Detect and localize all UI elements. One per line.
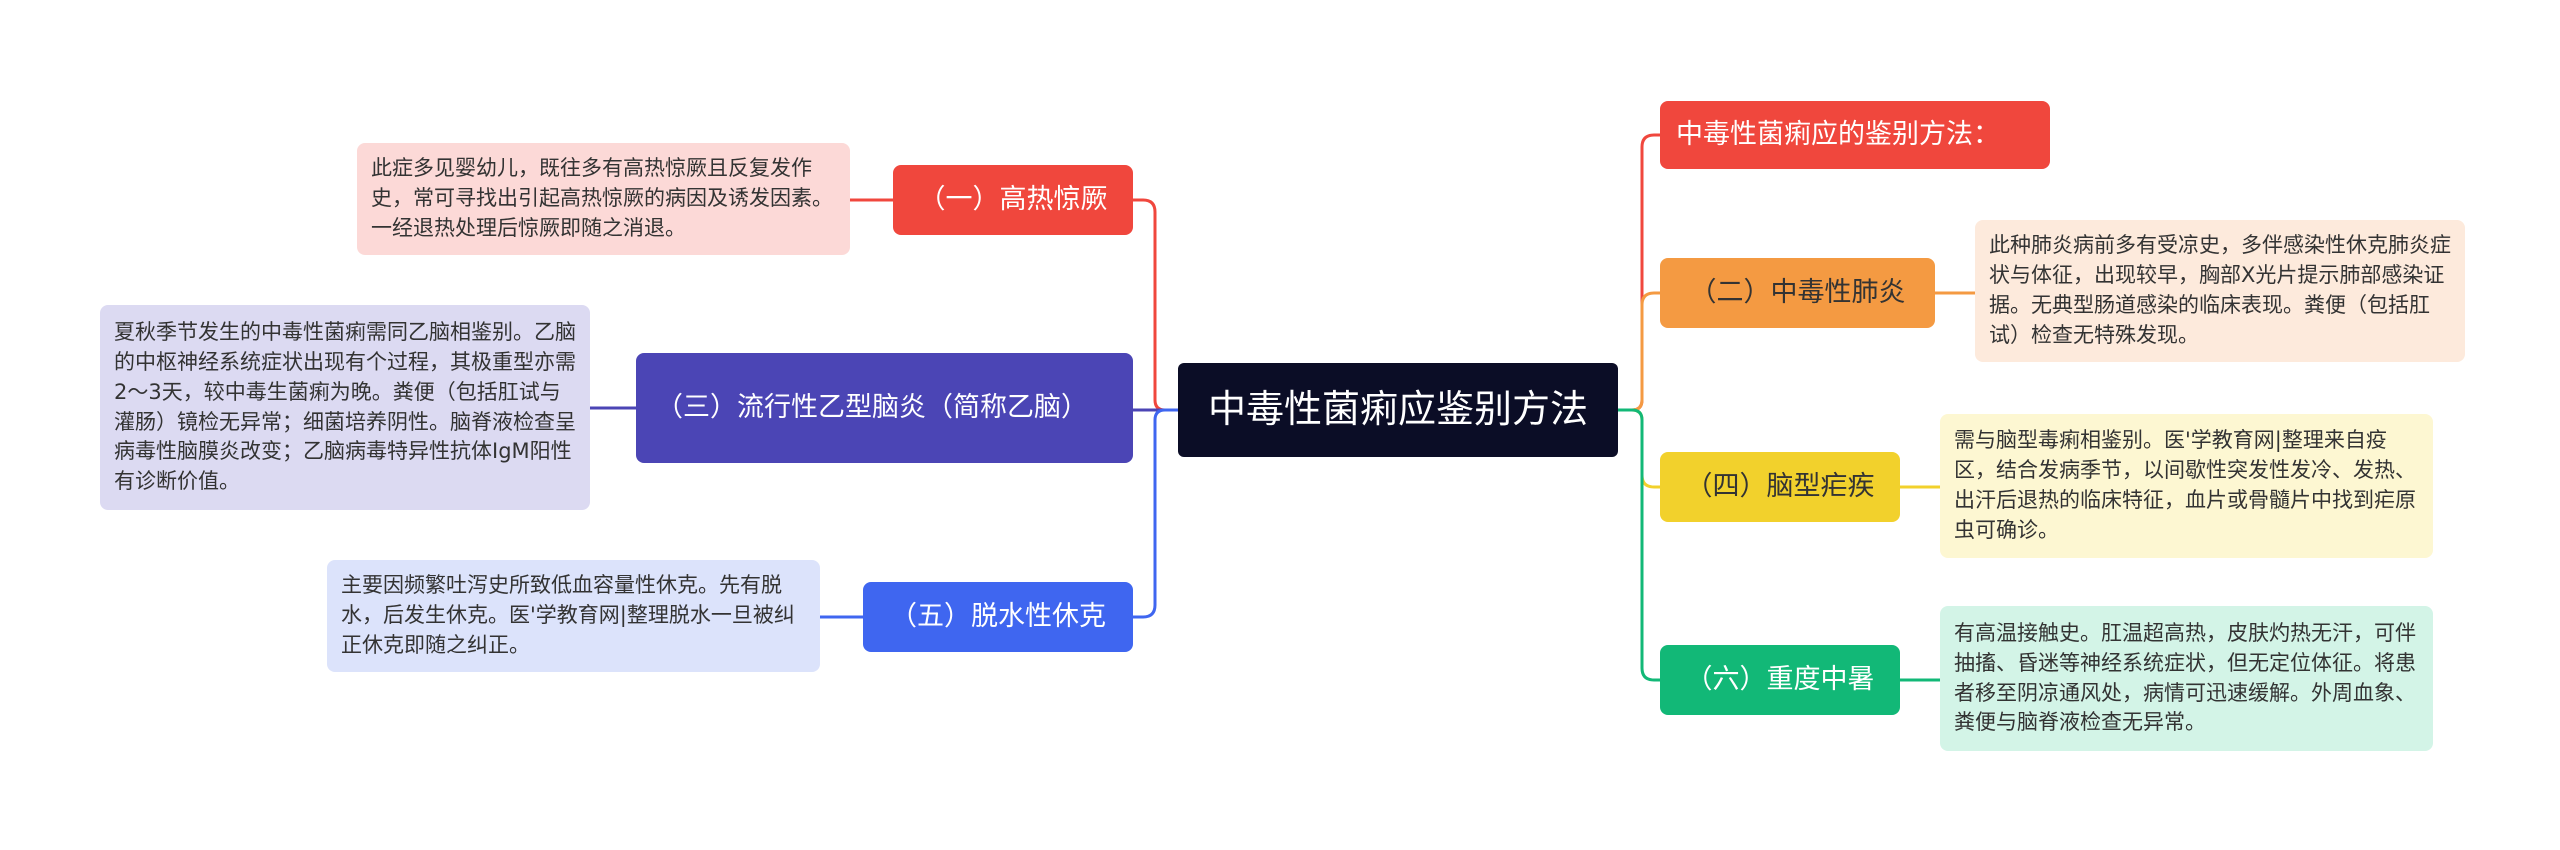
detail-text: 有高温接触史。肛温超高热，皮肤灼热无汗，可伴抽搐、昏迷等神经系统症状，但无定位体… (1954, 620, 2416, 735)
branch-label: （一）高热惊厥 (918, 184, 1108, 216)
detail-text: 需与脑型毒痢相鉴别。医'学教育网|整理来自疫区，结合发病季节，以间歇性突发性发冷… (1954, 428, 2416, 542)
detail-text: 主要因频繁吐泻史所致低血容量性休克。先有脱水，后发生休克。医'学教育网|整理脱水… (341, 573, 795, 657)
branch-severe-heatstroke[interactable]: （六）重度中暑 (1660, 645, 1900, 715)
branch-dehydration-shock[interactable]: （五）脱水性休克 (863, 582, 1133, 652)
branch-toxic-pneumonia[interactable]: （二）中毒性肺炎 (1660, 258, 1935, 328)
branch-differential-methods[interactable]: 中毒性菌痢应的鉴别方法： (1660, 101, 2050, 169)
connector-right-1 (1618, 291, 1660, 412)
detail-japanese-encephalitis[interactable]: 夏秋季节发生的中毒性菌痢需同乙脑相鉴别。乙脑的中枢神经系统症状出现有个过程，其极… (100, 305, 590, 510)
connector-left-3 (1133, 408, 1178, 619)
branch-label: （六）重度中暑 (1685, 664, 1875, 696)
branch-label: 中毒性菌痢应的鉴别方法： (1676, 119, 2000, 151)
branch-label: （二）中毒性肺炎 (1689, 277, 1906, 309)
detail-text: 夏秋季节发生的中毒性菌痢需同乙脑相鉴别。乙脑的中枢神经系统症状出现有个过程，其极… (114, 320, 576, 494)
central-topic[interactable]: 中毒性菌痢应鉴别方法 (1178, 363, 1618, 457)
connector-left-1 (1133, 198, 1178, 412)
detail-cerebral-malaria[interactable]: 需与脑型毒痢相鉴别。医'学教育网|整理来自疫区，结合发病季节，以间歇性突发性发冷… (1940, 414, 2433, 558)
detail-toxic-pneumonia[interactable]: 此种肺炎病前多有受凉史，多伴感染性休克肺炎症状与体征，出现较早，胸部X光片提示肺… (1975, 220, 2465, 362)
detail-text: 此症多见婴幼儿，既往多有高热惊厥且反复发作史，常可寻找出引起高热惊厥的病因及诱发… (371, 156, 833, 240)
branch-label: （三）流行性乙型脑炎（简称乙脑） (656, 392, 1088, 424)
branch-label: （四）脑型疟疾 (1685, 471, 1875, 503)
branch-label: （五）脱水性休克 (890, 601, 1106, 633)
detail-text: 此种肺炎病前多有受凉史，多伴感染性休克肺炎症状与体征，出现较早，胸部X光片提示肺… (1989, 233, 2451, 347)
branch-japanese-encephalitis[interactable]: （三）流行性乙型脑炎（简称乙脑） (636, 353, 1133, 463)
detail-dehydration-shock[interactable]: 主要因频繁吐泻史所致低血容量性休克。先有脱水，后发生休克。医'学教育网|整理脱水… (327, 560, 820, 672)
branch-high-fever-convulsion[interactable]: （一）高热惊厥 (893, 165, 1133, 235)
detail-severe-heatstroke[interactable]: 有高温接触史。肛温超高热，皮肤灼热无汗，可伴抽搐、昏迷等神经系统症状，但无定位体… (1940, 606, 2433, 751)
connector-right-3 (1618, 408, 1660, 682)
connector-right-0 (1618, 133, 1660, 412)
detail-high-fever-convulsion[interactable]: 此症多见婴幼儿，既往多有高热惊厥且反复发作史，常可寻找出引起高热惊厥的病因及诱发… (357, 143, 850, 255)
central-topic-label: 中毒性菌痢应鉴别方法 (1207, 387, 1588, 432)
branch-cerebral-malaria[interactable]: （四）脑型疟疾 (1660, 452, 1900, 522)
connector-right-2 (1618, 408, 1660, 489)
